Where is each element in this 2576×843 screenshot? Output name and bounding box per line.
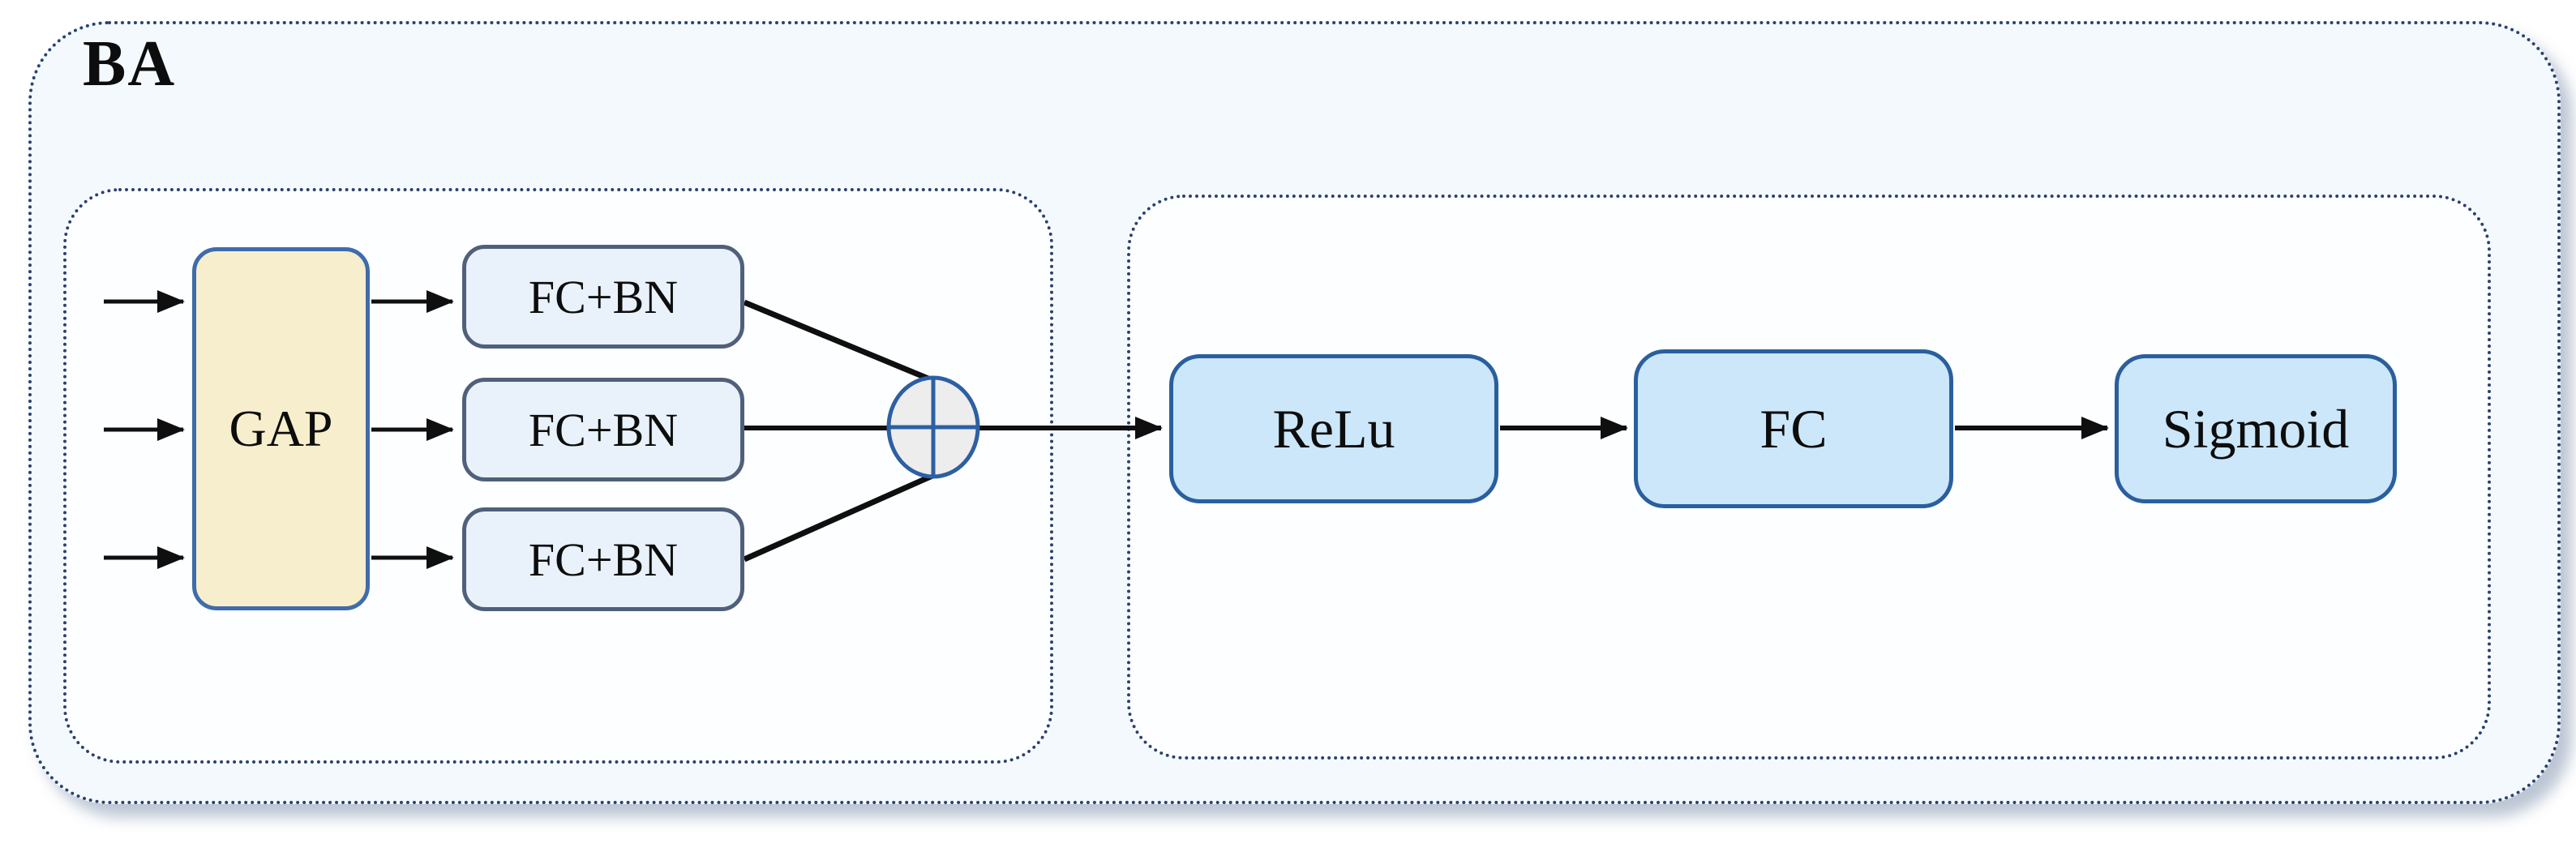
gap-block-label: GAP: [229, 400, 333, 457]
fc-block-label: FC: [1759, 397, 1828, 460]
fcbn-block-3: FC+BN: [462, 507, 744, 611]
sigmoid-block: Sigmoid: [2115, 354, 2397, 503]
fc-block: FC: [1634, 349, 1953, 508]
relu-block: ReLu: [1169, 354, 1498, 503]
fcbn-block-2-label: FC+BN: [528, 403, 679, 456]
gap-block: GAP: [192, 247, 370, 610]
fcbn-block-3-label: FC+BN: [528, 533, 679, 586]
fcbn-block-1: FC+BN: [462, 245, 744, 349]
fcbn-block-1-label: FC+BN: [528, 270, 679, 323]
diagram-title: BA: [83, 28, 177, 100]
relu-block-label: ReLu: [1272, 397, 1395, 460]
fcbn-block-2: FC+BN: [462, 378, 744, 481]
sigmoid-block-label: Sigmoid: [2162, 397, 2350, 460]
